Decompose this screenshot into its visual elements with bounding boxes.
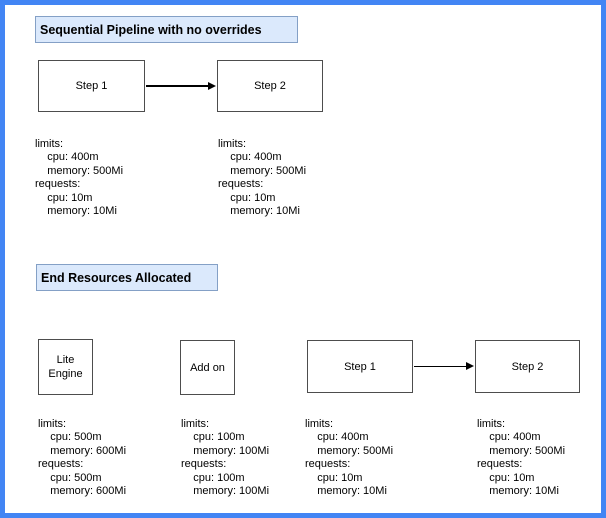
resource-block-lite-engine: limits: cpu: 500m memory: 600Mi requests… — [38, 418, 127, 498]
resource-block-step1-bottom: limits: cpu: 400m memory: 500Mi requests… — [305, 418, 394, 498]
section1-title: Sequential Pipeline with no overrides — [40, 22, 262, 37]
node-label: Step 1 — [344, 360, 376, 373]
node-label: Step 2 — [511, 360, 544, 373]
resource-block-step1-top: limits: cpu: 400m memory: 500Mi requests… — [35, 138, 124, 218]
resource-block-step2-bottom: limits: cpu: 400m memory: 500Mi requests… — [477, 418, 566, 498]
node-label: Add on — [190, 361, 225, 374]
resource-block-step2-top: limits: cpu: 400m memory: 500Mi requests… — [218, 138, 307, 218]
node-step1-bottom: Step 1 — [307, 340, 413, 393]
node-label: Step 1 — [75, 80, 108, 92]
section1-title-box: Sequential Pipeline with no overrides — [35, 16, 298, 43]
arrow-line — [146, 85, 209, 87]
arrow-line — [414, 365, 467, 367]
node-add-on: Add on — [180, 340, 235, 395]
node-label: Step 2 — [254, 80, 286, 92]
arrow-head-icon — [208, 82, 216, 90]
node-label: Lite Engine — [48, 354, 83, 380]
node-step2-top: Step 2 — [217, 60, 323, 112]
node-step2-bottom: Step 2 — [475, 340, 580, 393]
node-lite-engine: Lite Engine — [38, 339, 93, 395]
arrow-head-icon — [466, 362, 474, 371]
node-step1-top: Step 1 — [38, 60, 145, 112]
section2-title: End Resources Allocated — [41, 270, 192, 285]
section2-title-box: End Resources Allocated — [36, 264, 218, 291]
resource-block-add-on: limits: cpu: 100m memory: 100Mi requests… — [181, 418, 270, 498]
